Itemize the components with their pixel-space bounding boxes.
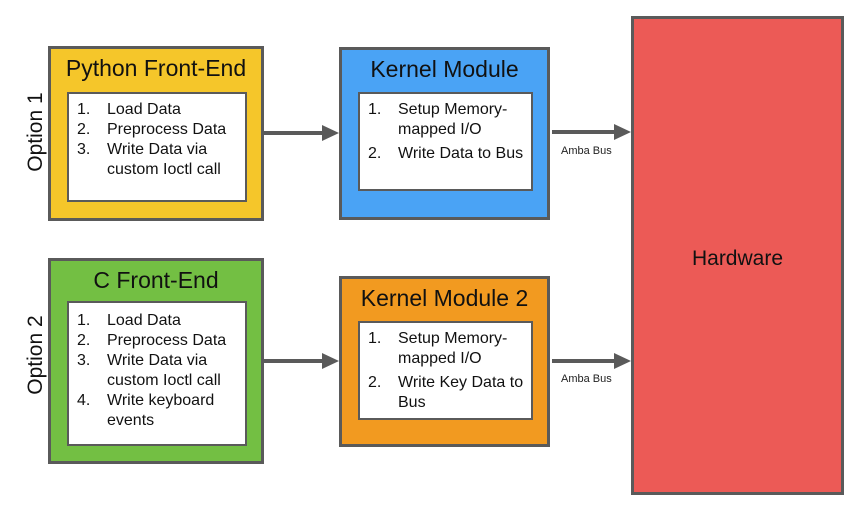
c-frontend-block: C Front-End 1.Load Data 2.Preprocess Dat… <box>48 258 264 464</box>
kernel-module-steps-box: 1.Setup Memory-mapped I/O 2.Write Data t… <box>358 92 533 191</box>
python-frontend-title: Python Front-End <box>65 55 247 81</box>
c-frontend-steps: 1.Load Data 2.Preprocess Data 3.Write Da… <box>69 311 245 431</box>
kernel-module-block: Kernel Module 1.Setup Memory-mapped I/O … <box>339 47 550 220</box>
list-item: 3.Write Data via custom Ioctl call <box>77 352 221 389</box>
option-1-label: Option 1 <box>24 92 47 172</box>
amba-bus-label-1: Amba Bus <box>561 145 612 157</box>
hardware-label: Hardware <box>691 247 784 270</box>
list-item: 2.Write Data to Bus <box>368 145 524 162</box>
hardware-block: Hardware <box>631 16 844 495</box>
kernel-module-steps: 1.Setup Memory-mapped I/O 2.Write Data t… <box>360 100 531 164</box>
c-frontend-title: C Front-End <box>93 267 219 293</box>
kernel-module-2-steps: 1.Setup Memory-mapped I/O 2.Write Key Da… <box>360 329 531 413</box>
list-item: 3.Write Data via custom Ioctl call <box>77 141 221 178</box>
kernel-module-2-block: Kernel Module 2 1.Setup Memory-mapped I/… <box>339 276 550 447</box>
list-item: 1.Load Data <box>77 312 181 329</box>
list-item: 4.Write keyboard events <box>77 392 215 429</box>
arrow-frontend-to-kernel-2 <box>264 353 339 369</box>
list-item: 1.Setup Memory-mapped I/O <box>368 101 508 138</box>
python-frontend-steps-box: 1.Load Data 2.Preprocess Data 3.Write Da… <box>67 92 247 202</box>
python-frontend-block: Python Front-End 1.Load Data 2.Preproces… <box>48 46 264 221</box>
arrow-kernel-to-hardware-1 <box>552 124 631 140</box>
arrow-kernel-to-hardware-2 <box>552 353 631 369</box>
list-item: 1.Load Data <box>77 101 181 118</box>
arrow-frontend-to-kernel-1 <box>264 125 339 141</box>
kernel-module-2-title: Kernel Module 2 <box>360 285 529 311</box>
list-item: 1.Setup Memory-mapped I/O <box>368 330 508 367</box>
c-frontend-steps-box: 1.Load Data 2.Preprocess Data 3.Write Da… <box>67 301 247 446</box>
kernel-module-title: Kernel Module <box>370 56 519 82</box>
list-item: 2.Preprocess Data <box>77 332 227 349</box>
python-frontend-steps: 1.Load Data 2.Preprocess Data 3.Write Da… <box>69 100 245 180</box>
option-2-label: Option 2 <box>24 315 47 395</box>
amba-bus-label-2: Amba Bus <box>561 373 612 385</box>
list-item: 2.Write Key Data to Bus <box>368 374 524 411</box>
kernel-module-2-steps-box: 1.Setup Memory-mapped I/O 2.Write Key Da… <box>358 321 533 420</box>
list-item: 2.Preprocess Data <box>77 121 227 138</box>
